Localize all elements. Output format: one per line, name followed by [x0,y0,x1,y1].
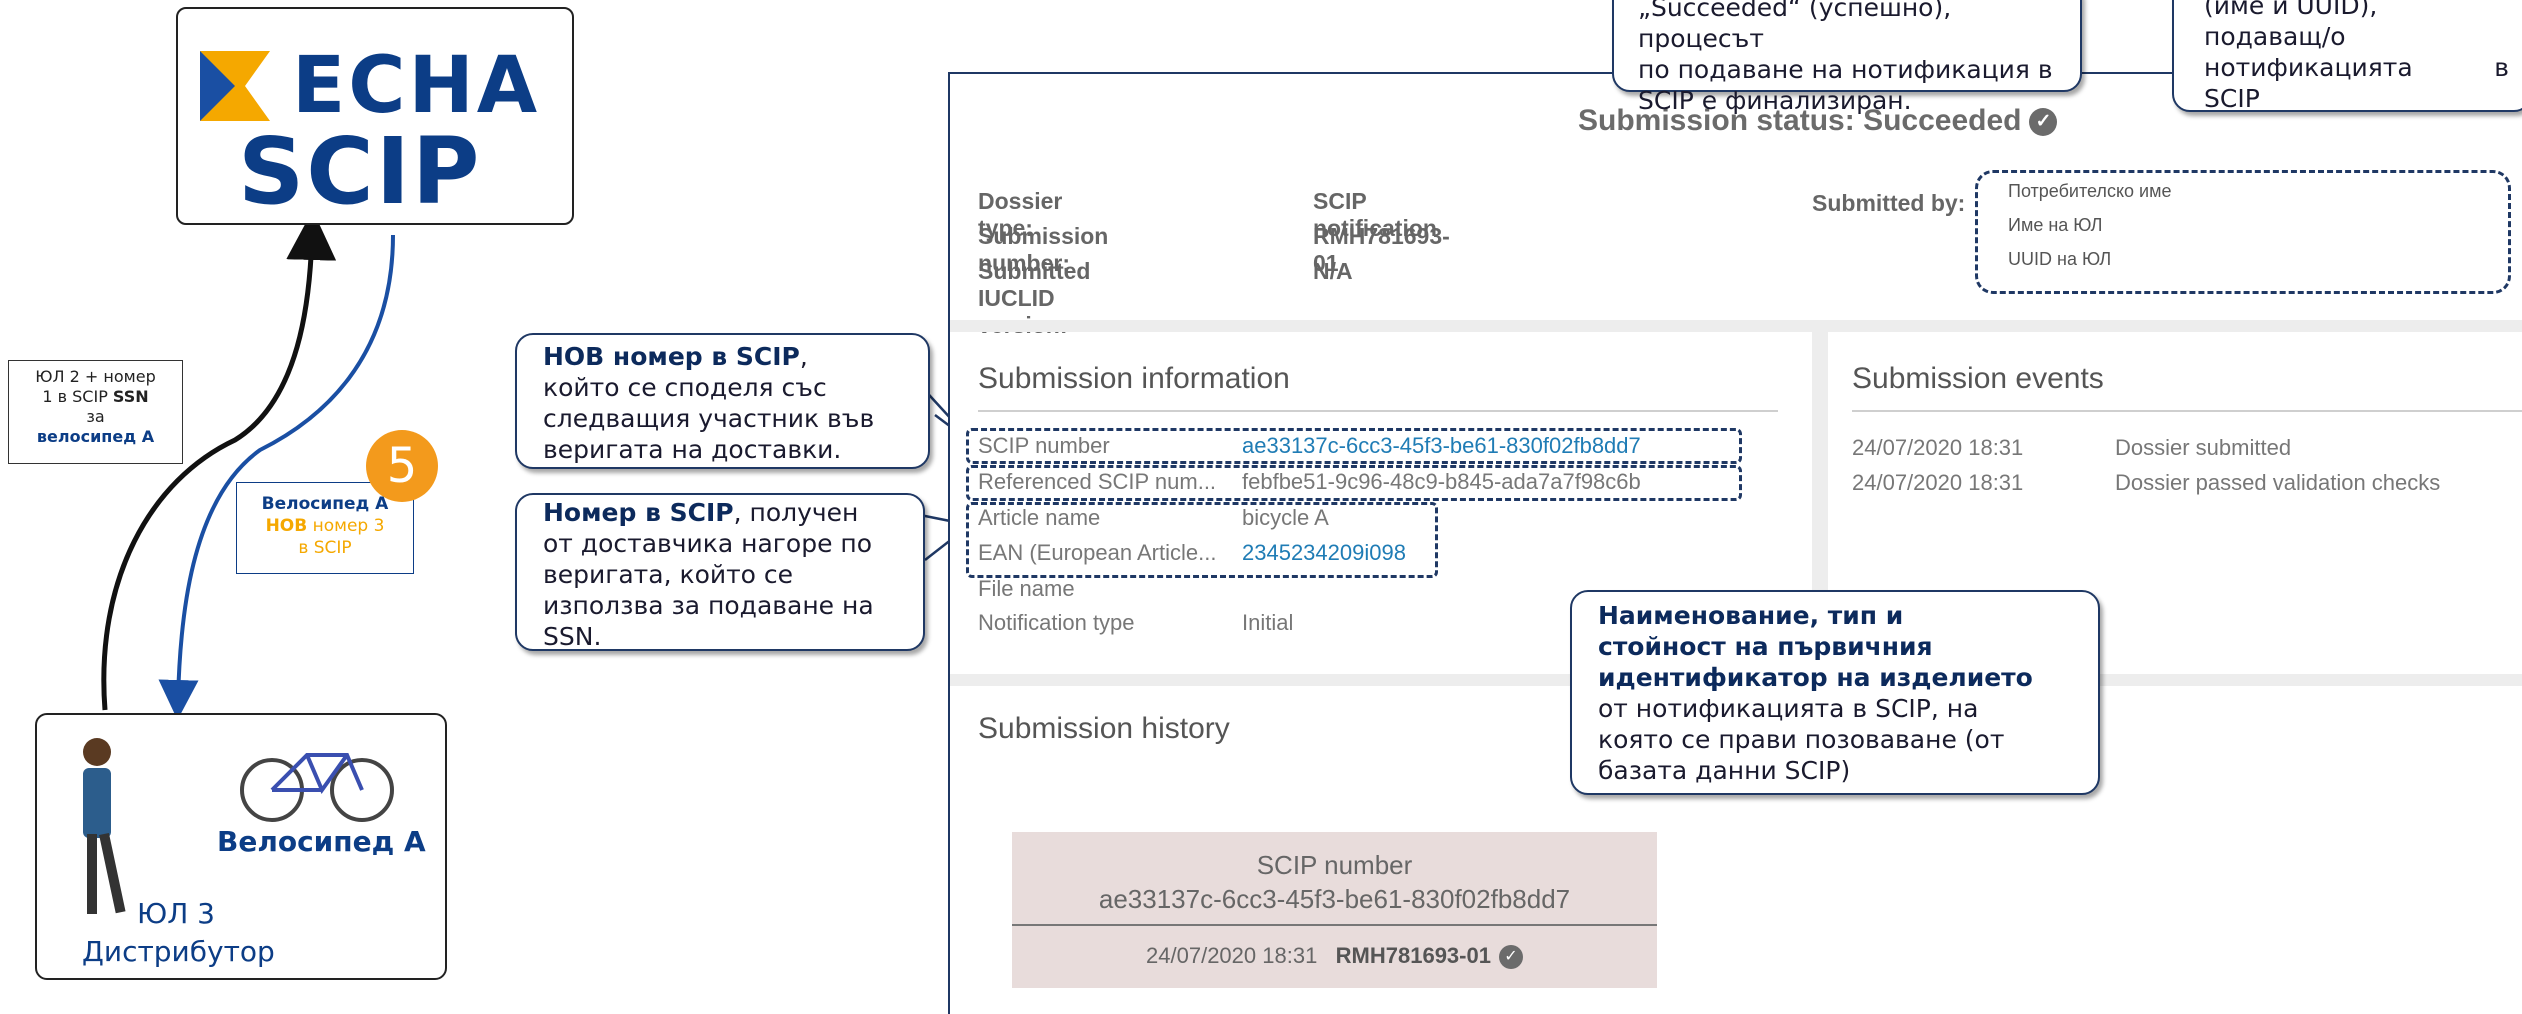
article-name: bicycle A [1242,505,1329,530]
info-label: Article name [978,505,1101,530]
bicycle-icon [240,753,394,822]
submission-events-title: Submission events [1852,362,2104,395]
history-rule [1012,924,1657,926]
scip-number-link[interactable]: ae33137c-6cc3-45f3-be61-830f02fb8dd7 [1242,433,1641,458]
submission-information-title: Submission information [978,362,1290,395]
event-date: 24/07/2020 18:31 [1852,435,2024,460]
info-label: Referenced SCIP num... [978,469,1217,494]
step-badge: 5 [366,430,438,502]
echa-wordmark: ECHA [292,41,541,131]
event-text: Dossier submitted [2115,435,2292,460]
article-id-highlight [966,502,1438,578]
callout-status: „Succeeded“ (успешно), процесът по подав… [1612,0,2082,115]
info-label: EAN (European Article... [978,540,1217,565]
check-circle-icon: ✓ [2029,108,2058,137]
event-date: 24/07/2020 18:31 [1852,470,2024,495]
arrow-to-scip [101,210,337,711]
check-circle-icon: ✓ [1498,945,1523,970]
ssn-label-box: ЮЛ 2 + номер 1 в SCIP SSN за велосипед А [8,360,183,464]
title-rule [978,410,1778,412]
echa-emblem-icon [200,51,270,121]
history-scip-number: ae33137c-6cc3-45f3-be61-830f02fb8dd7 [1098,884,1571,914]
ean-link[interactable]: 2345234209i098 [1242,540,1406,565]
arrow-to-distributor [158,234,395,720]
info-label: File name [978,576,1075,601]
scip-number-highlight [966,428,1742,464]
section-divider [950,320,2522,332]
referenced-number-highlight [966,465,1742,501]
notification-type: Initial [1242,610,1294,635]
submitted-by-label: Submitted by: [1812,190,1966,216]
callout-new-scip-number: НОВ номер в SCIP, който се споделя със с… [515,333,930,469]
new-scip-number-box: Велосипед А НОВ номер 3 в SCIP [236,482,414,574]
info-label: SCIP number [978,433,1110,458]
callout-referenced-number: Номер в SCIP, получен от доставчика наго… [515,493,925,651]
event-text: Dossier passed validation checks [2115,470,2441,495]
callout-article-identifier: Наименование, тип и стойност на първични… [1570,590,2100,795]
distributor-box: Велосипед А ЮЛ 3 Дистрибутор [35,713,447,980]
person-icon [83,738,126,914]
echa-scip-logo: ECHA SCIP [176,7,574,225]
history-card[interactable]: SCIP number ae33137c-6cc3-45f3-be61-830f… [1012,832,1657,988]
title-rule [1852,410,2522,412]
submission-status: Submission status: Succeeded✓ [1578,104,2058,138]
info-label: Notification type [978,610,1135,635]
scip-wordmark: SCIP [238,118,482,225]
submission-history-title: Submission history [978,712,1230,745]
submitted-by-box: Потребителско име Име на ЮЛ UUID на ЮЛ [1975,170,2511,294]
referenced-scip-number: febfbe51-9c96-48c9-b845-ada7a7f98c6b [1242,469,1641,494]
status-value: Succeeded [1863,104,2022,137]
